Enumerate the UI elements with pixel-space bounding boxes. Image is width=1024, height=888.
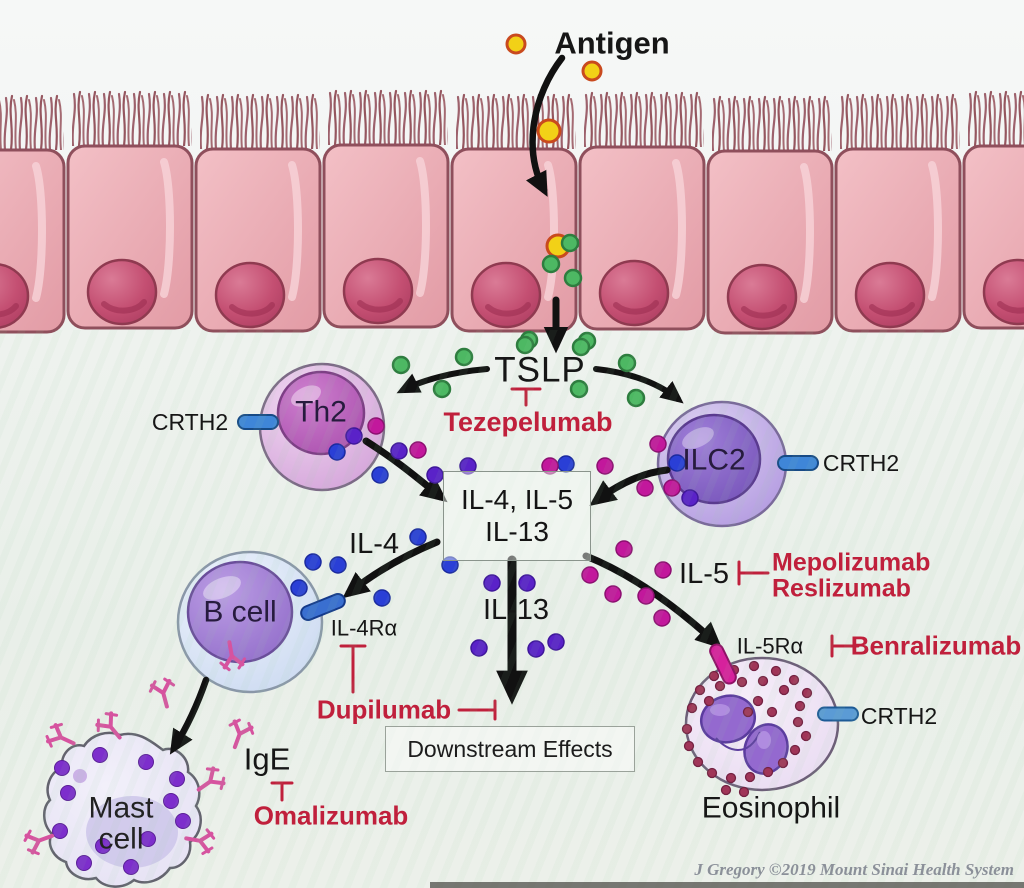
reslizumab-label: Reslizumab	[772, 574, 911, 603]
crth2-label-eosinophil: CRTH2	[860, 702, 938, 729]
crth2-receptor-ilc2	[777, 455, 819, 471]
tslp-label: TSLP	[494, 350, 586, 390]
il4ra-receptor	[300, 593, 346, 621]
il13-label: IL-13	[482, 593, 550, 626]
mepolizumab-label: Mepolizumab	[772, 548, 931, 577]
il4-dots	[290, 443, 686, 607]
antigen-label: Antigen	[554, 25, 670, 61]
th2-cell	[258, 362, 386, 492]
dupilumab-inhibitor-il4ra	[339, 644, 367, 694]
il5-dots	[367, 417, 681, 627]
omalizumab-label: Omalizumab	[253, 800, 409, 831]
downstream-effects-box: Downstream Effects	[385, 726, 635, 772]
tslp-dots	[391, 233, 646, 408]
benralizumab-label: Benralizumab	[850, 630, 1022, 661]
b-cell	[176, 550, 324, 694]
crth2-receptor-th2	[237, 414, 279, 430]
bcell-label: B cell	[203, 595, 277, 629]
antigen-dots	[505, 33, 603, 259]
il5ra-receptor	[709, 643, 737, 685]
crth2-label-th2: CRTH2	[151, 408, 229, 435]
tslp-to-ilc2-arrow	[593, 366, 684, 404]
crth2-receptor-eosinophil	[817, 706, 859, 722]
downstream-effects-label: Downstream Effects	[407, 735, 613, 762]
il4ra-label: IL-4Rα	[330, 615, 398, 641]
pathway-arrows	[169, 54, 723, 755]
omalizumab-inhibitor	[270, 781, 294, 802]
il5-to-eosinophil-arrow	[582, 552, 723, 649]
th2-to-cytokines-arrow	[362, 437, 448, 503]
tslp-to-th2-arrow	[396, 366, 490, 394]
il13-dots	[345, 427, 699, 658]
tezepelumab-inhibitor	[510, 387, 542, 407]
mast-cell	[43, 731, 202, 888]
dupilumab-inhibitor-il13	[457, 699, 497, 721]
th2-label: Th2	[295, 395, 347, 429]
antigen-entry-arrow	[526, 54, 566, 197]
il5ra-label: IL-5Rα	[736, 633, 804, 659]
tezepelumab-label: Tezepelumab	[443, 406, 613, 437]
eosinophil-cell	[681, 656, 840, 798]
ilc2-to-cytokines-arrow	[589, 466, 671, 507]
mastcell-label-line2: cell	[98, 822, 144, 856]
il5-label: IL-5	[679, 557, 729, 590]
photo-bottom-edge	[430, 882, 1024, 888]
ige-label: IgE	[243, 741, 291, 777]
il4-to-bcell-arrow	[342, 538, 441, 599]
cytokine-box-line2: IL-13	[485, 516, 549, 547]
crth2-label-ilc2: CRTH2	[822, 449, 900, 476]
mepolizumab-inhibitor	[737, 560, 770, 586]
dupilumab-label: Dupilumab	[316, 694, 452, 725]
ilc2-label: ILC2	[682, 443, 746, 477]
inhibitor-bars	[270, 387, 860, 802]
eosinophil-label: Eosinophil	[701, 791, 841, 825]
credit-line: J Gregory ©2019 Mount Sinai Health Syste…	[694, 860, 1014, 879]
mastcell-label-line1: Mast	[88, 791, 154, 825]
bcell-to-mastcell-arrow	[169, 676, 210, 755]
cytokine-box-line1: IL-4, IL-5	[460, 484, 574, 515]
cytokine-box: IL-4, IL-5 IL-13	[443, 471, 591, 561]
benralizumab-inhibitor	[830, 634, 860, 658]
epithelium-cells	[0, 89, 1024, 333]
eosinophil-granules	[681, 660, 813, 798]
il4-label: IL-4	[349, 527, 399, 560]
